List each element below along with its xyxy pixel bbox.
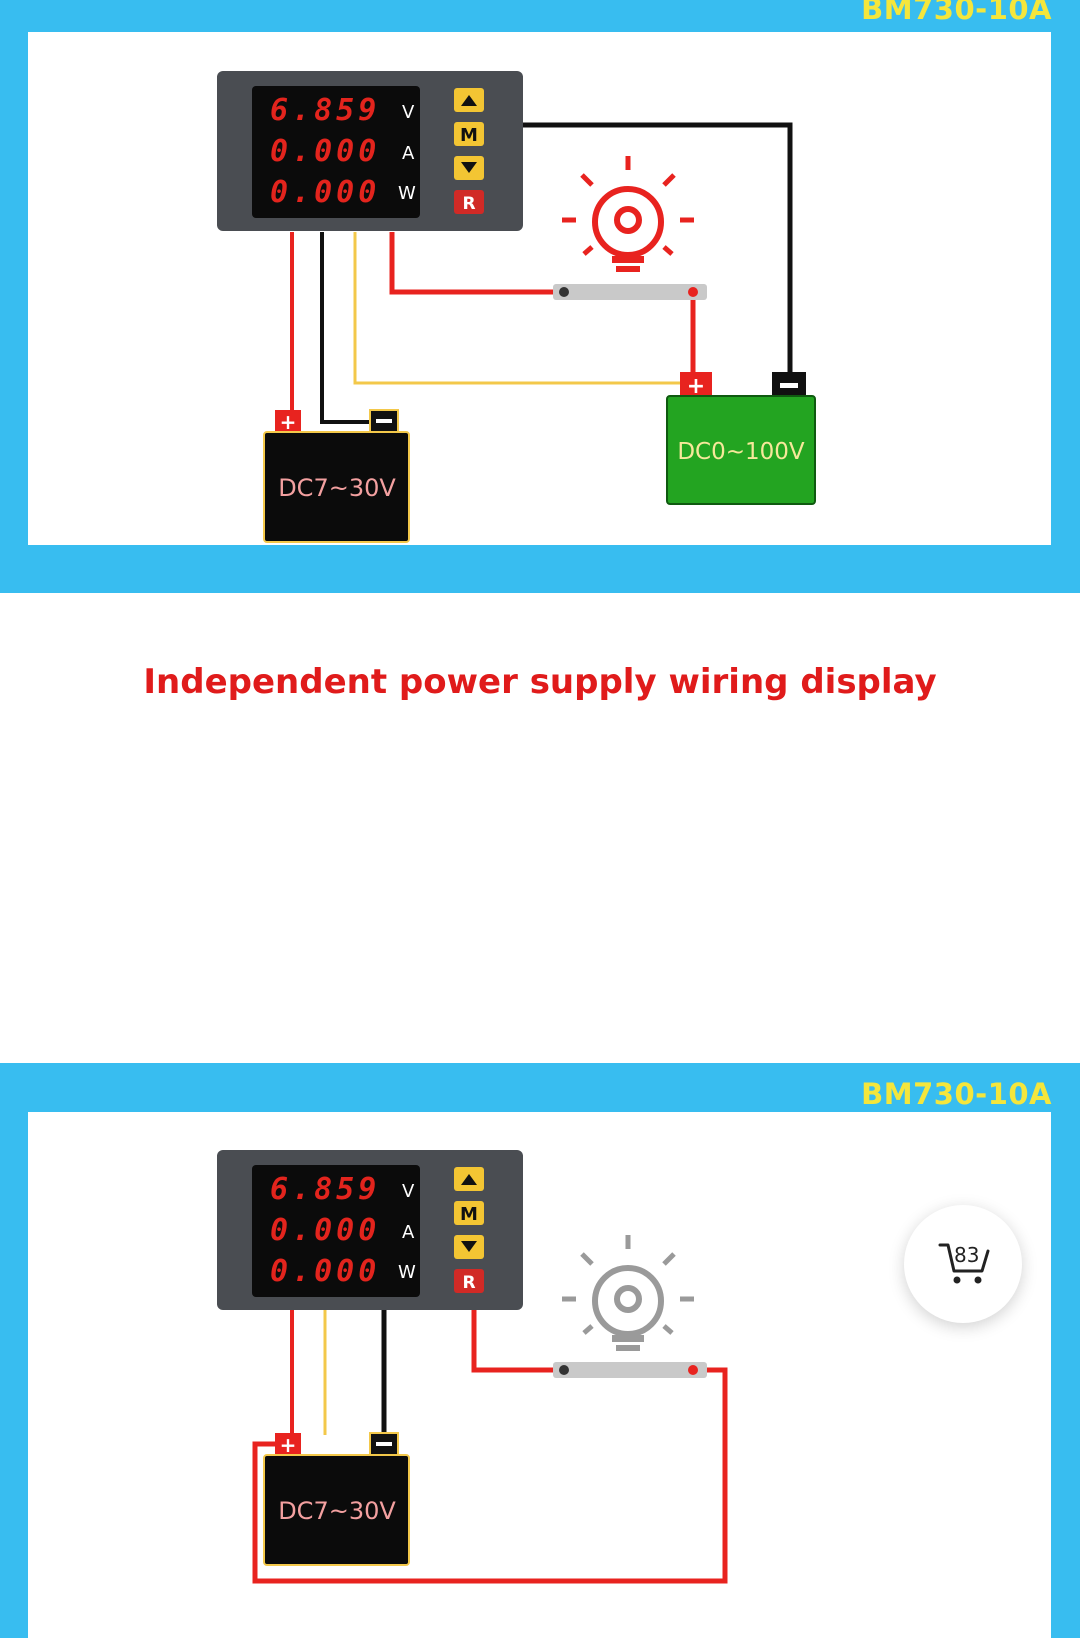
unit-w-label: W xyxy=(398,1262,416,1283)
bottom-diagram-panel: BM730-10A xyxy=(0,1063,1080,1638)
battery-7-30v xyxy=(263,1454,410,1566)
source-label: DC0~100V xyxy=(677,439,805,465)
bottom-wiring-diagram: 6.859 0.000 0.000 V A W M R + DC7~30V xyxy=(217,1150,728,1584)
plus-sign: + xyxy=(280,410,297,434)
mode-button-label: M xyxy=(460,1204,478,1225)
section-caption: Independent power supply wiring display xyxy=(143,662,937,702)
minus-terminal-icon xyxy=(559,287,569,297)
power-reading: 0.000 xyxy=(270,175,380,210)
current-reading: 0.000 xyxy=(270,1213,380,1248)
red-wire xyxy=(471,1310,560,1373)
meter-display xyxy=(252,86,420,218)
triangle-down-icon xyxy=(461,1241,477,1252)
power-reading: 0.000 xyxy=(270,1254,380,1289)
battery-label: DC7~30V xyxy=(278,1497,396,1525)
cart-icon xyxy=(938,1243,990,1284)
top-wiring-diagram: 6.859 0.000 0.000 V A W M R + DC7~30V + … xyxy=(217,71,816,543)
minus-sign-icon xyxy=(376,1442,392,1446)
mode-button[interactable] xyxy=(454,122,484,146)
reset-button-label: R xyxy=(462,1273,475,1293)
battery-7-30v xyxy=(263,431,410,543)
black-wire xyxy=(522,122,793,376)
voltage-reading: 6.859 xyxy=(270,1172,380,1207)
triangle-up-icon xyxy=(461,1174,477,1185)
unit-w-label: W xyxy=(398,183,416,204)
top-diagram-panel: BM730-10A xyxy=(0,0,1080,593)
unit-v-label: V xyxy=(402,1181,415,1202)
battery-plus-terminal xyxy=(275,410,301,432)
battery-label: DC7~30V xyxy=(278,474,396,502)
reset-button[interactable] xyxy=(454,1269,484,1293)
red-wire xyxy=(252,1367,728,1584)
triangle-up-icon xyxy=(461,95,477,106)
current-reading: 0.000 xyxy=(270,134,380,169)
load-bar xyxy=(553,284,707,300)
source-plus-terminal xyxy=(680,372,712,398)
unit-v-label: V xyxy=(402,102,415,123)
reset-button[interactable] xyxy=(454,190,484,214)
plus-sign: + xyxy=(687,374,705,399)
minus-sign-icon xyxy=(780,383,798,388)
load-bar xyxy=(553,1362,707,1378)
minus-sign-icon xyxy=(376,419,392,423)
unit-a-label: A xyxy=(402,143,415,164)
mode-button-label: M xyxy=(460,125,478,146)
reset-button-label: R xyxy=(462,194,475,214)
source-0-100v xyxy=(666,395,816,505)
voltage-reading: 6.859 xyxy=(270,93,380,128)
meter-display xyxy=(252,1165,420,1297)
plus-terminal-icon xyxy=(688,1365,698,1375)
minus-terminal-icon xyxy=(559,1365,569,1375)
cart-button[interactable]: 83 xyxy=(904,1205,1022,1323)
red-wire xyxy=(389,232,560,295)
triangle-down-icon xyxy=(461,162,477,173)
plus-terminal-icon xyxy=(688,287,698,297)
top-diagram-canvas xyxy=(28,32,1051,545)
yellow-wire xyxy=(353,232,680,385)
model-label: BM730-10A xyxy=(861,0,1052,26)
battery-plus-terminal xyxy=(275,1433,301,1455)
unit-a-label: A xyxy=(402,1222,415,1243)
lamp-icon xyxy=(562,156,694,272)
lamp-icon xyxy=(562,1235,694,1351)
model-label: BM730-10A xyxy=(861,1077,1052,1111)
bottom-diagram-canvas xyxy=(28,1112,1051,1638)
cart-count-badge: 83 xyxy=(954,1243,980,1267)
plus-sign: + xyxy=(280,1433,297,1457)
mode-button[interactable] xyxy=(454,1201,484,1225)
black-wire xyxy=(320,232,372,424)
